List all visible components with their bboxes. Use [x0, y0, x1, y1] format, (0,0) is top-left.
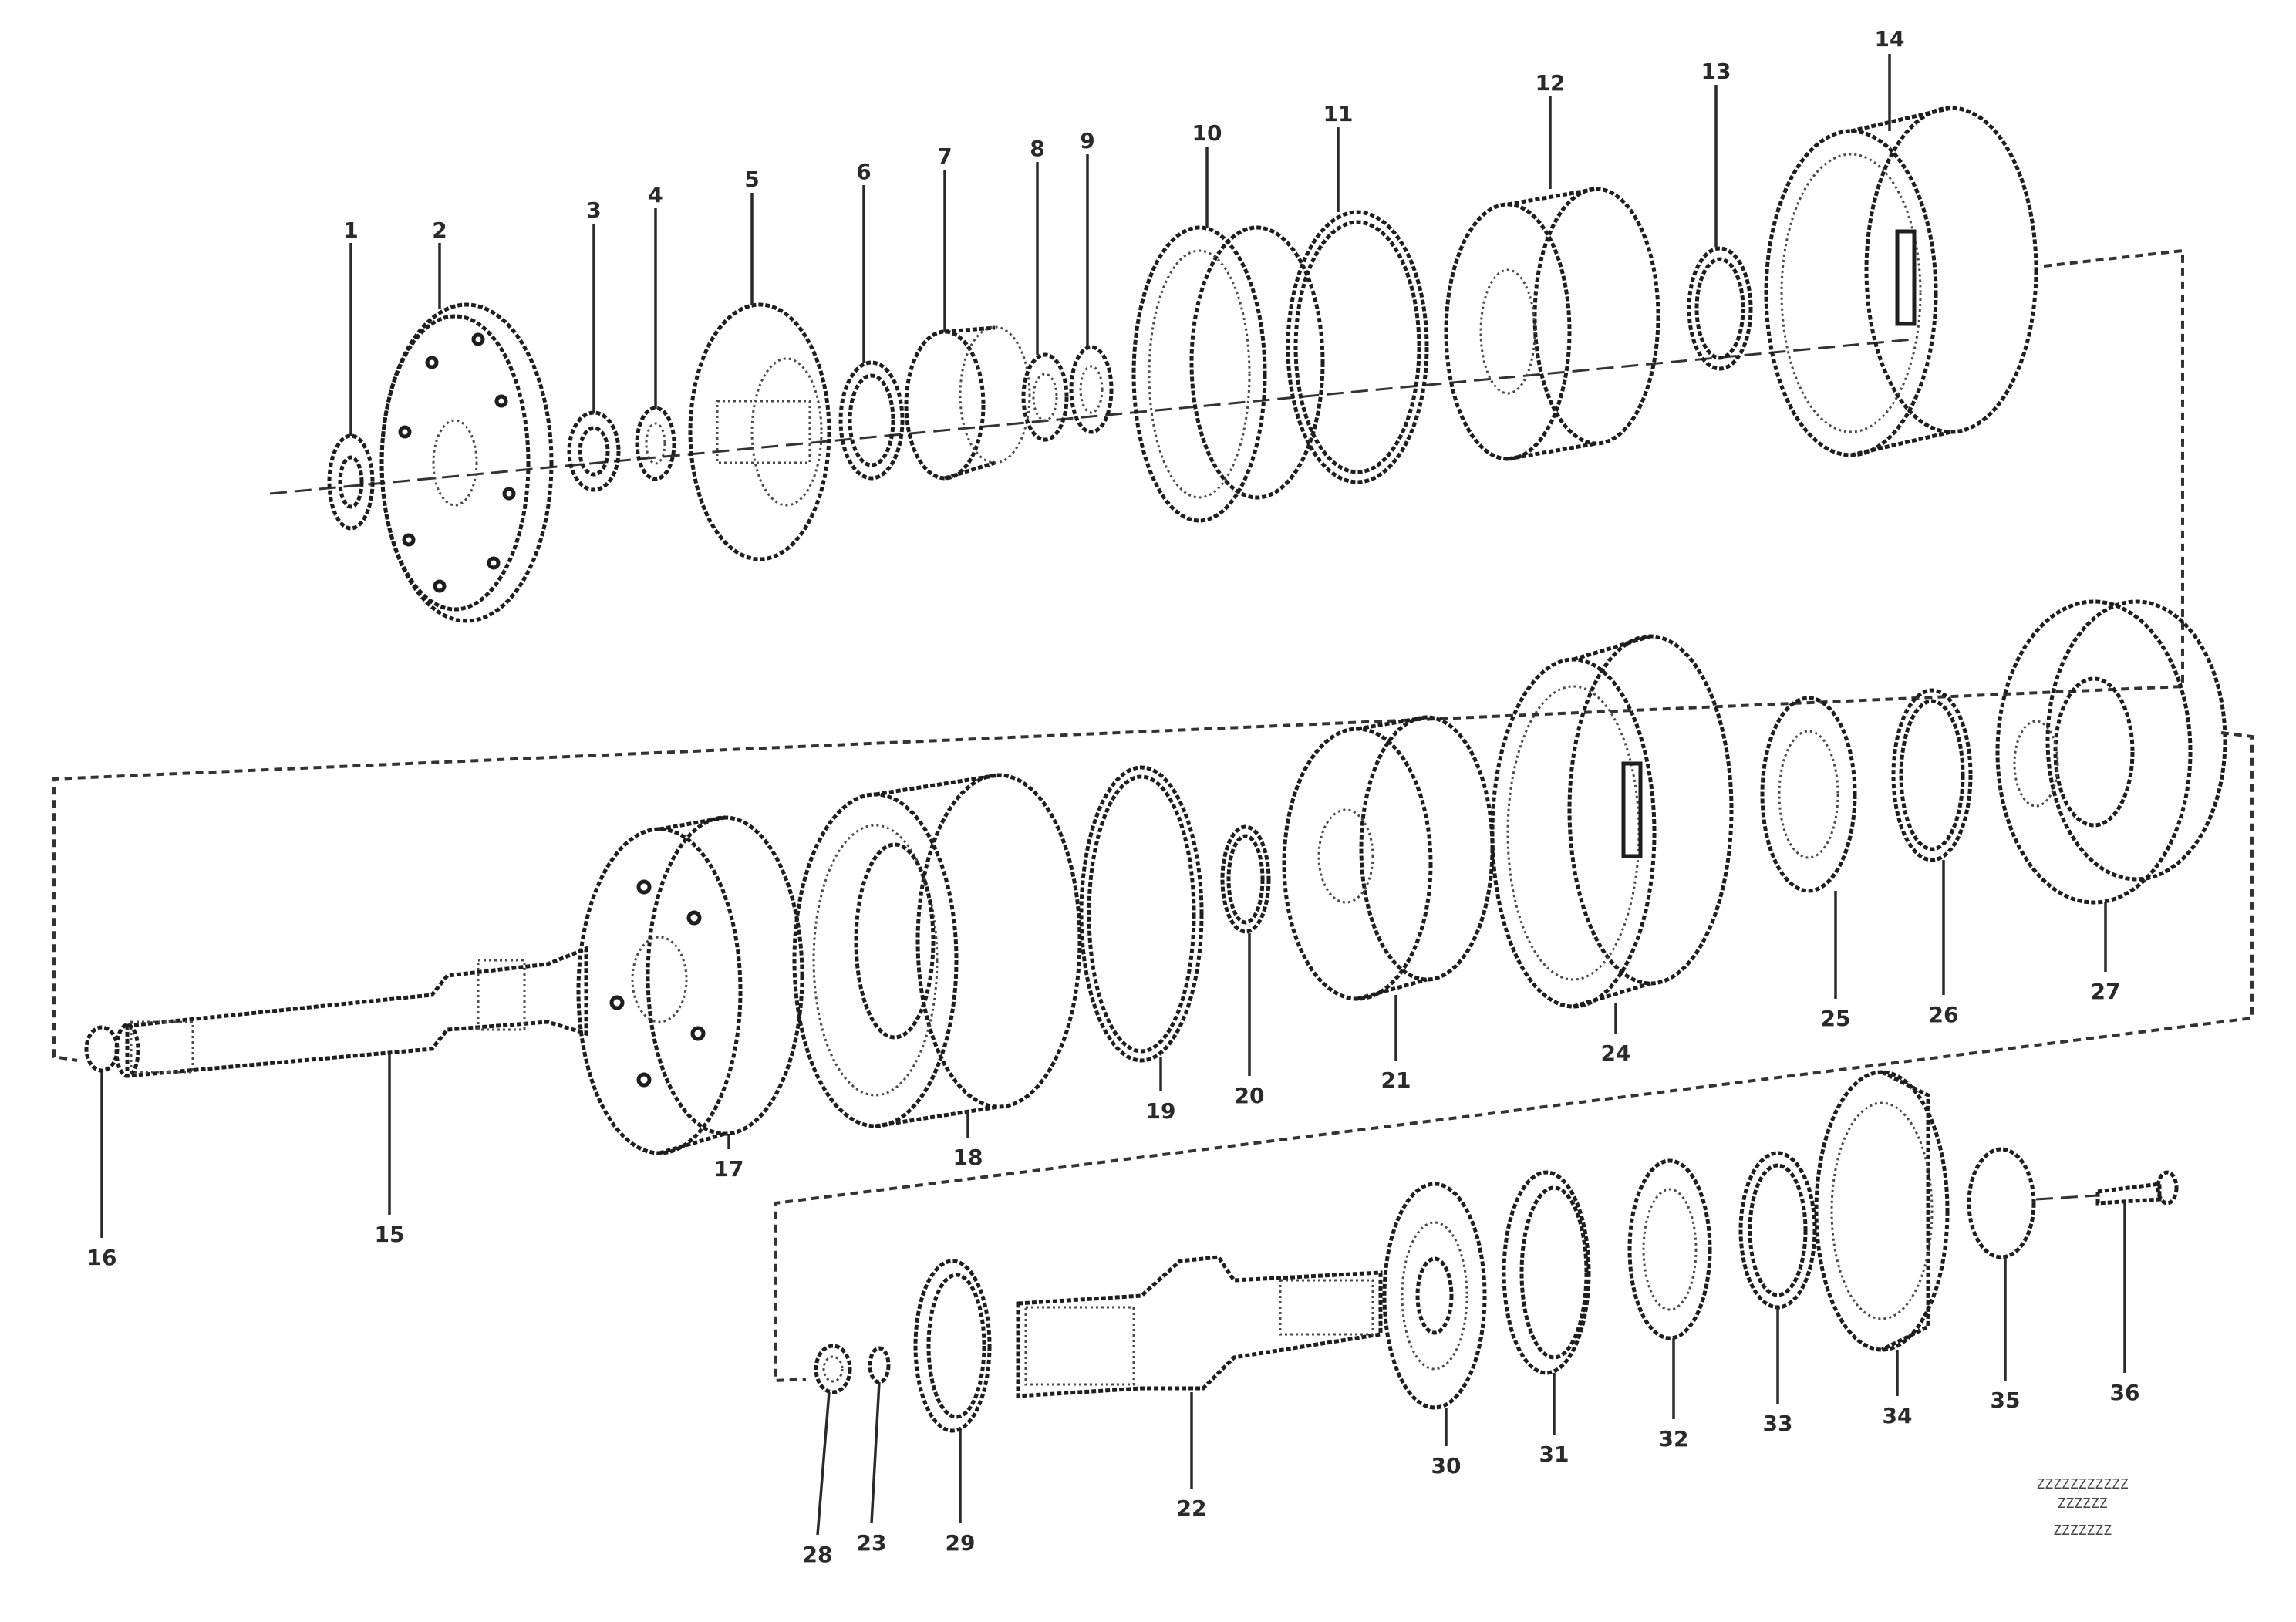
- part-22-output-shaft[interactable]: [1016, 1255, 1383, 1398]
- part-7-gear[interactable]: [904, 325, 1031, 481]
- row2-assembly: 16 15 17 18 19 20 21 24 25 26 27: [84, 599, 2227, 1270]
- callout-27: 27: [2091, 979, 2121, 1004]
- callout-13: 13: [1701, 59, 1731, 84]
- part-21-clutch-hub[interactable]: [1282, 715, 1495, 1001]
- callout-28: 28: [803, 1542, 833, 1567]
- callout-34: 34: [1883, 1403, 1913, 1428]
- part-25-bearing[interactable]: [1760, 696, 1857, 893]
- callout-31: 31: [1539, 1442, 1569, 1467]
- row3-centerline: [2035, 1194, 2099, 1201]
- row1-row2-connector: [52, 248, 2184, 1062]
- part-24-clutch-drum[interactable]: [1490, 634, 1734, 1009]
- part-15-shaft[interactable]: [114, 946, 588, 1078]
- callout-6: 6: [856, 159, 871, 184]
- part-23-washer[interactable]: [868, 1346, 891, 1384]
- part-2-disc[interactable]: [379, 302, 554, 623]
- callout-4: 4: [648, 182, 663, 207]
- part-34-gear[interactable]: [1814, 1070, 1950, 1352]
- row1-centerline: [269, 338, 1913, 495]
- callout-10: 10: [1192, 120, 1222, 146]
- callout-14: 14: [1875, 26, 1905, 52]
- part-33-ring[interactable]: [1738, 1151, 1817, 1310]
- callout-19: 19: [1146, 1098, 1176, 1124]
- part-30-bearing[interactable]: [1382, 1182, 1487, 1410]
- part-6-ring[interactable]: [838, 360, 905, 481]
- part-8-bearing[interactable]: [1021, 352, 1069, 442]
- part-3-bushing[interactable]: [567, 410, 621, 492]
- part-1-washer[interactable]: [327, 433, 375, 531]
- part-20-ring[interactable]: [1220, 824, 1271, 934]
- callout-17: 17: [714, 1156, 744, 1182]
- part-16-nut[interactable]: [84, 1025, 120, 1073]
- row3-assembly: 28 23 29 22 30 31 32 33 34 35 36: [803, 1070, 2179, 1567]
- callout-22: 22: [1177, 1496, 1207, 1521]
- part-17-planet-carrier[interactable]: [576, 815, 804, 1155]
- callout-29: 29: [946, 1530, 976, 1556]
- part-35-cap[interactable]: [1967, 1147, 2036, 1259]
- callout-18: 18: [953, 1145, 983, 1170]
- callout-20: 20: [1235, 1083, 1265, 1108]
- drawing-reference: ZZZZZZZZZZZ ZZZZZZ ZZZZZZZ: [2036, 1476, 2128, 1539]
- callout-11: 11: [1323, 101, 1354, 126]
- callout-1: 1: [343, 218, 358, 243]
- callout-16: 16: [87, 1245, 117, 1270]
- drawing-reference-code: ZZZZZZZ: [2053, 1523, 2112, 1539]
- callout-35: 35: [1991, 1388, 2021, 1413]
- part-32-bearing[interactable]: [1627, 1158, 1712, 1340]
- part-36-bolt[interactable]: [2095, 1170, 2179, 1206]
- part-4-ring[interactable]: [635, 406, 676, 481]
- callout-15: 15: [375, 1222, 405, 1247]
- callout-21: 21: [1381, 1067, 1411, 1093]
- part-19-snap-ring[interactable]: [1079, 765, 1204, 1063]
- part-27-gear-carrier[interactable]: [1995, 599, 2227, 905]
- callout-2: 2: [432, 218, 447, 243]
- callout-3: 3: [586, 197, 601, 223]
- part-29-seal[interactable]: [913, 1259, 992, 1433]
- part-28-nut[interactable]: [814, 1344, 852, 1394]
- row1-assembly: 1 2 3 4 5 6 7 8 9 10 11 12 13 14: [269, 26, 2038, 623]
- part-13-ring[interactable]: [1687, 246, 1753, 371]
- callout-30: 30: [1431, 1453, 1462, 1479]
- drawing-reference-line2: ZZZZZZ: [2057, 1496, 2107, 1512]
- callout-5: 5: [744, 167, 759, 192]
- part-5-planet-carrier[interactable]: [688, 302, 831, 561]
- part-10-ring-gear[interactable]: [1131, 225, 1325, 523]
- callout-33: 33: [1763, 1411, 1793, 1436]
- callout-12: 12: [1536, 70, 1566, 96]
- part-26-ring[interactable]: [1891, 688, 1973, 862]
- callout-23: 23: [857, 1530, 887, 1556]
- part-31-ring[interactable]: [1502, 1170, 1591, 1375]
- callout-26: 26: [1929, 1002, 1959, 1027]
- callout-9: 9: [1080, 128, 1094, 153]
- part-18-ring-gear[interactable]: [792, 773, 1082, 1128]
- part-14-clutch-drum[interactable]: [1764, 106, 2038, 457]
- callout-8: 8: [1030, 136, 1044, 161]
- part-11-snap-ring[interactable]: [1286, 210, 1429, 484]
- callout-25: 25: [1821, 1006, 1851, 1031]
- callout-7: 7: [937, 143, 952, 169]
- part-9-bearing[interactable]: [1069, 345, 1114, 434]
- drawing-reference-line1: ZZZZZZZZZZZ: [2036, 1476, 2128, 1492]
- callout-36: 36: [2110, 1380, 2140, 1405]
- row2-row3-connector: [774, 731, 2254, 1383]
- part-12-clutch-hub[interactable]: [1444, 187, 1660, 461]
- callout-24: 24: [1601, 1040, 1631, 1066]
- callout-32: 32: [1659, 1426, 1689, 1452]
